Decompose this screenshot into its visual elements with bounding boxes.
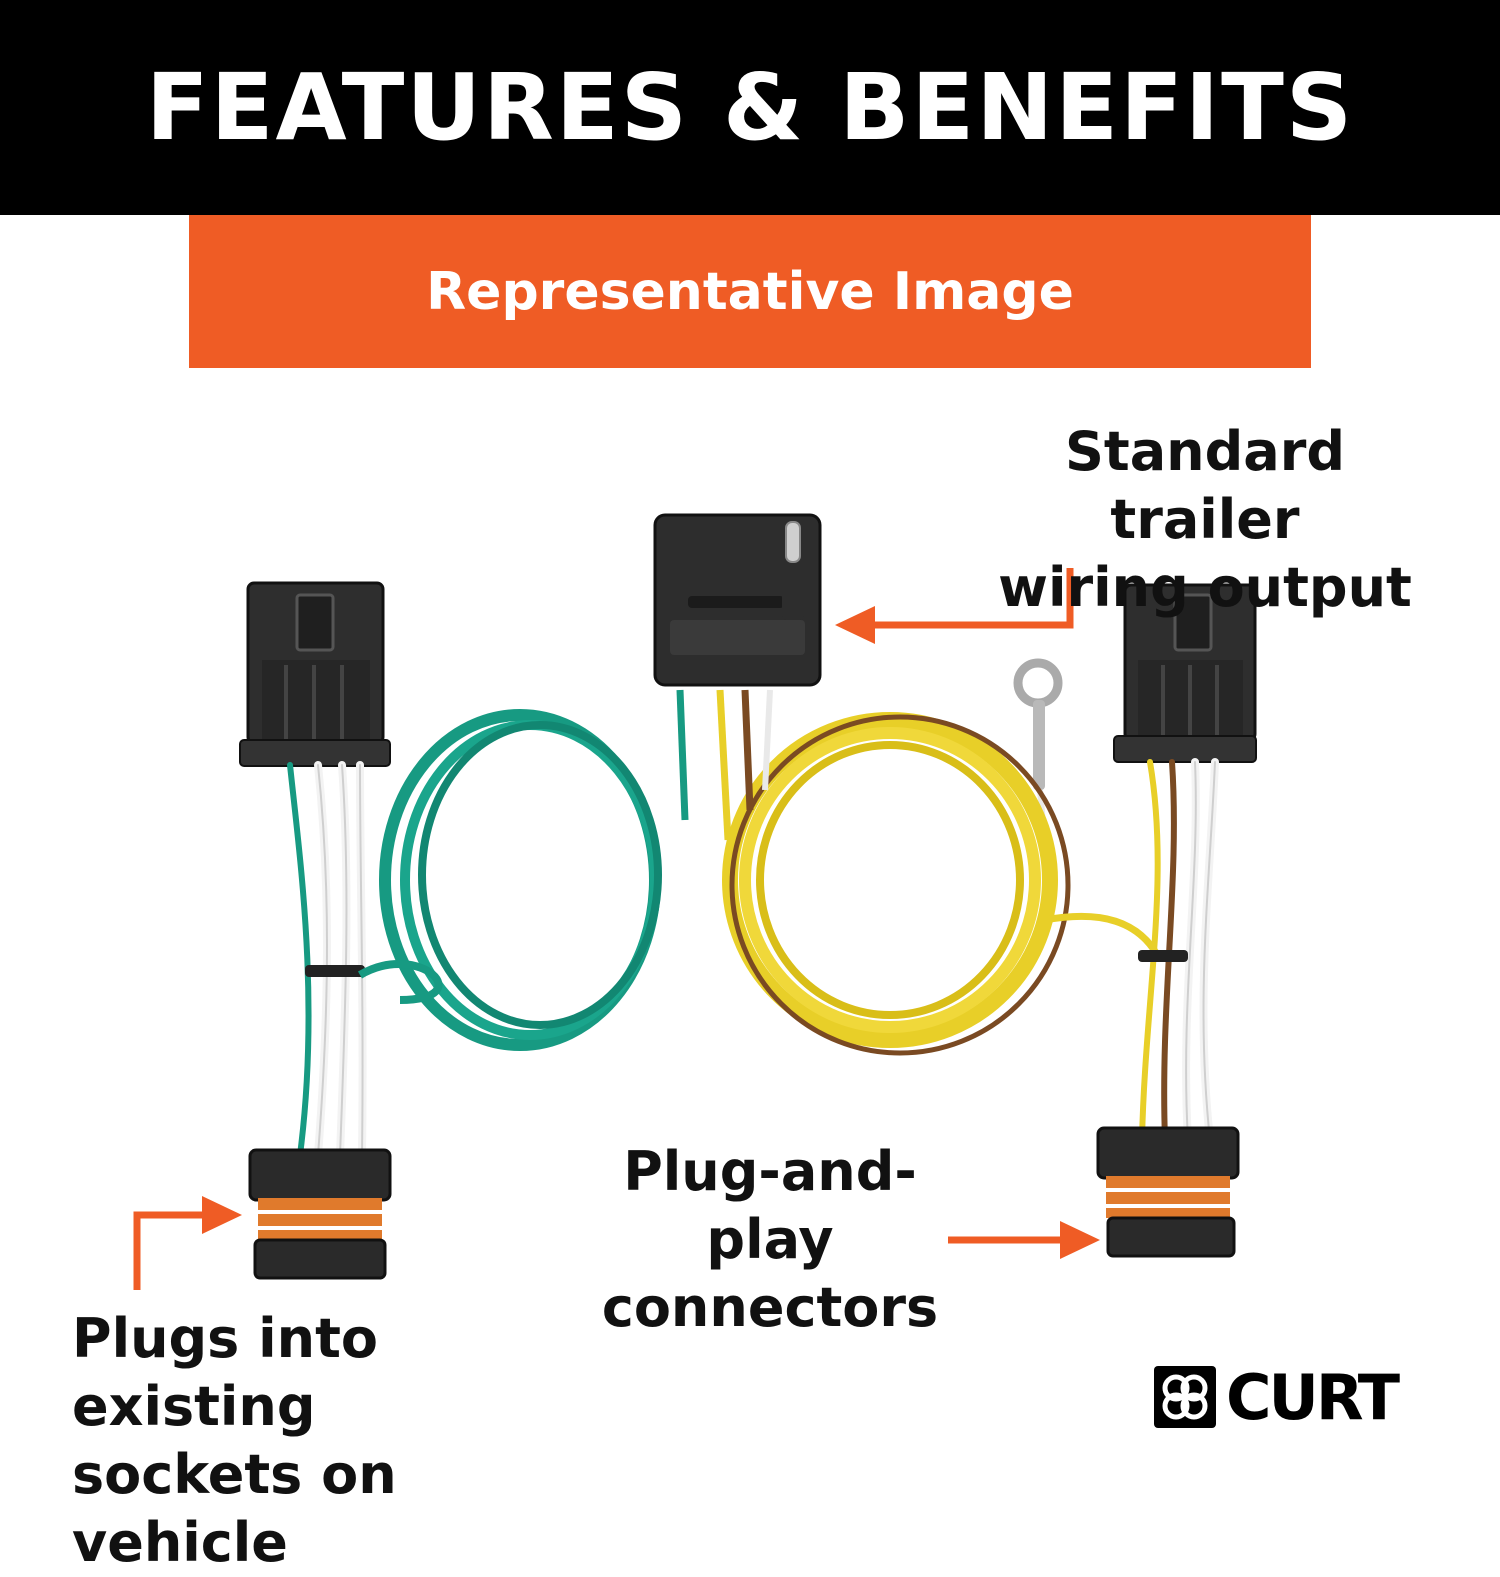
callout-output-line-1: Standard trailer bbox=[1065, 420, 1345, 551]
wiring-harness-illustration bbox=[133, 513, 1257, 1290]
brand-name: CURT bbox=[1226, 1360, 1400, 1434]
callout-existing-line-1: Plugs into existing bbox=[72, 1307, 378, 1438]
left-plug-connector bbox=[248, 1148, 392, 1280]
left-vehicle-connector bbox=[239, 581, 391, 767]
banner-label: Representative Image bbox=[426, 261, 1074, 322]
yellow-wire-coil bbox=[716, 689, 1164, 1056]
callout-plug-and-play: Plug-and-play connectors bbox=[565, 1138, 975, 1342]
header-bar: FEATURES & BENEFITS bbox=[0, 0, 1500, 215]
curt-brand-logo: CURT bbox=[1152, 1360, 1400, 1434]
callout-plugs-into-existing: Plugs into existing sockets on vehicle bbox=[72, 1305, 592, 1577]
trailer-4-flat-connector bbox=[653, 513, 822, 687]
callout-standard-trailer-output: Standard trailer wiring output bbox=[975, 418, 1435, 622]
right-plug-connector bbox=[1096, 1126, 1240, 1258]
arrow-to-right-plug bbox=[948, 1221, 1100, 1259]
callout-output-line-2: wiring output bbox=[998, 556, 1412, 619]
callout-plug-play-line-1: Plug-and-play bbox=[623, 1140, 917, 1271]
green-wire-coil bbox=[357, 689, 689, 1051]
callout-existing-line-2: sockets on vehicle bbox=[72, 1443, 397, 1574]
arrow-to-trailer-connector bbox=[835, 568, 1074, 644]
right-vehicle-connector bbox=[1113, 583, 1257, 763]
arrow-to-left-plug bbox=[133, 1196, 242, 1290]
page-title: FEATURES & BENEFITS bbox=[145, 54, 1355, 161]
right-harness-wires bbox=[1138, 758, 1219, 1144]
curt-knot-logo-icon bbox=[1154, 1366, 1216, 1428]
representative-image-banner: Representative Image bbox=[189, 215, 1311, 368]
left-harness-wires bbox=[287, 761, 367, 1159]
callout-plug-play-line-2: connectors bbox=[601, 1276, 939, 1339]
